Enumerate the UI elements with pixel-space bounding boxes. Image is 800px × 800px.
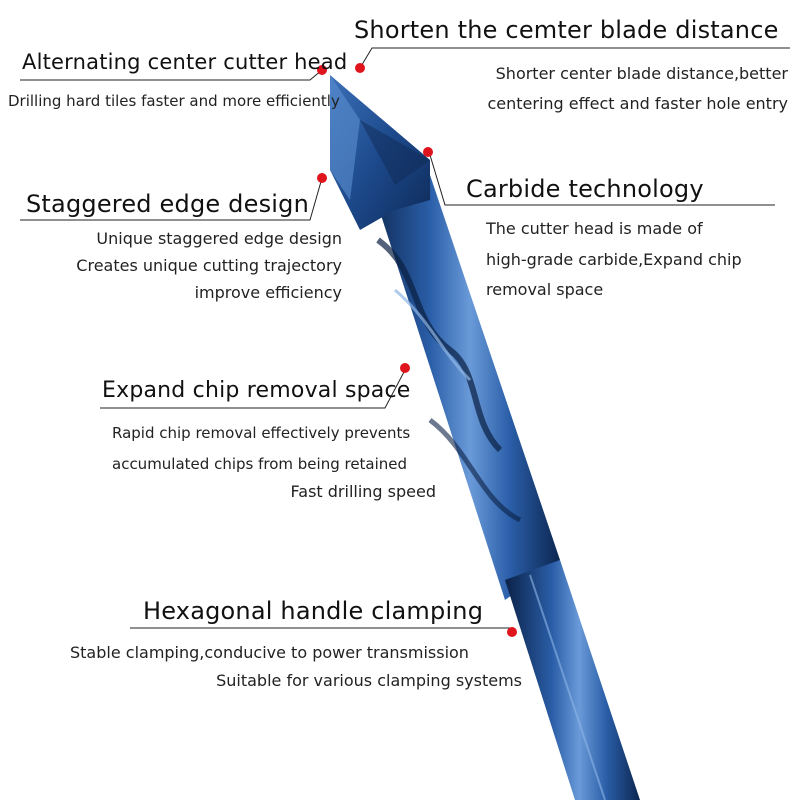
marker-staggered xyxy=(317,173,327,183)
callout-title-shorten: Shorten the cemter blade distance xyxy=(354,16,779,44)
callout-text-shorten-1: Shorter center blade distance,better xyxy=(495,64,788,83)
marker-shorten xyxy=(355,63,365,73)
marker-chip xyxy=(400,363,410,373)
callout-text-chip-2: accumulated chips from being retained xyxy=(112,455,408,473)
callout-title-carbide: Carbide technology xyxy=(466,175,704,203)
callout-text-shorten-2: centering effect and faster hole entry xyxy=(487,94,788,113)
drill-bit-body xyxy=(330,75,640,800)
callout-text-carbide-1: The cutter head is made of xyxy=(486,219,703,238)
callout-title-alternating: Alternating center cutter head xyxy=(22,50,348,74)
callout-markers xyxy=(317,63,517,637)
callout-text-hex-1: Stable clamping,conducive to power trans… xyxy=(70,643,469,662)
callout-text-carbide-3: removal space xyxy=(486,280,604,299)
marker-alternating xyxy=(317,65,327,75)
callout-title-staggered: Staggered edge design xyxy=(26,190,310,218)
callout-title-chip: Expand chip removal space xyxy=(102,378,411,403)
callout-text-chip-3: Fast drilling speed xyxy=(290,482,436,501)
marker-carbide xyxy=(423,147,433,157)
callout-text-chip-1: Rapid chip removal effectively prevents xyxy=(112,424,411,442)
callout-text-carbide-2: high-grade carbide,Expand chip xyxy=(486,250,742,269)
callout-text-alternating: Drilling hard tiles faster and more effi… xyxy=(8,92,340,110)
callout-text-hex-2: Suitable for various clamping systems xyxy=(216,671,522,690)
marker-hex xyxy=(507,627,517,637)
callout-title-hex: Hexagonal handle clamping xyxy=(143,597,484,625)
callout-text-staggered-2: Creates unique cutting trajectory xyxy=(76,256,342,275)
leader-lines xyxy=(20,47,790,629)
callout-text-staggered-3: improve efficiency xyxy=(194,283,342,302)
callout-text-staggered-1: Unique staggered edge design xyxy=(96,229,342,248)
